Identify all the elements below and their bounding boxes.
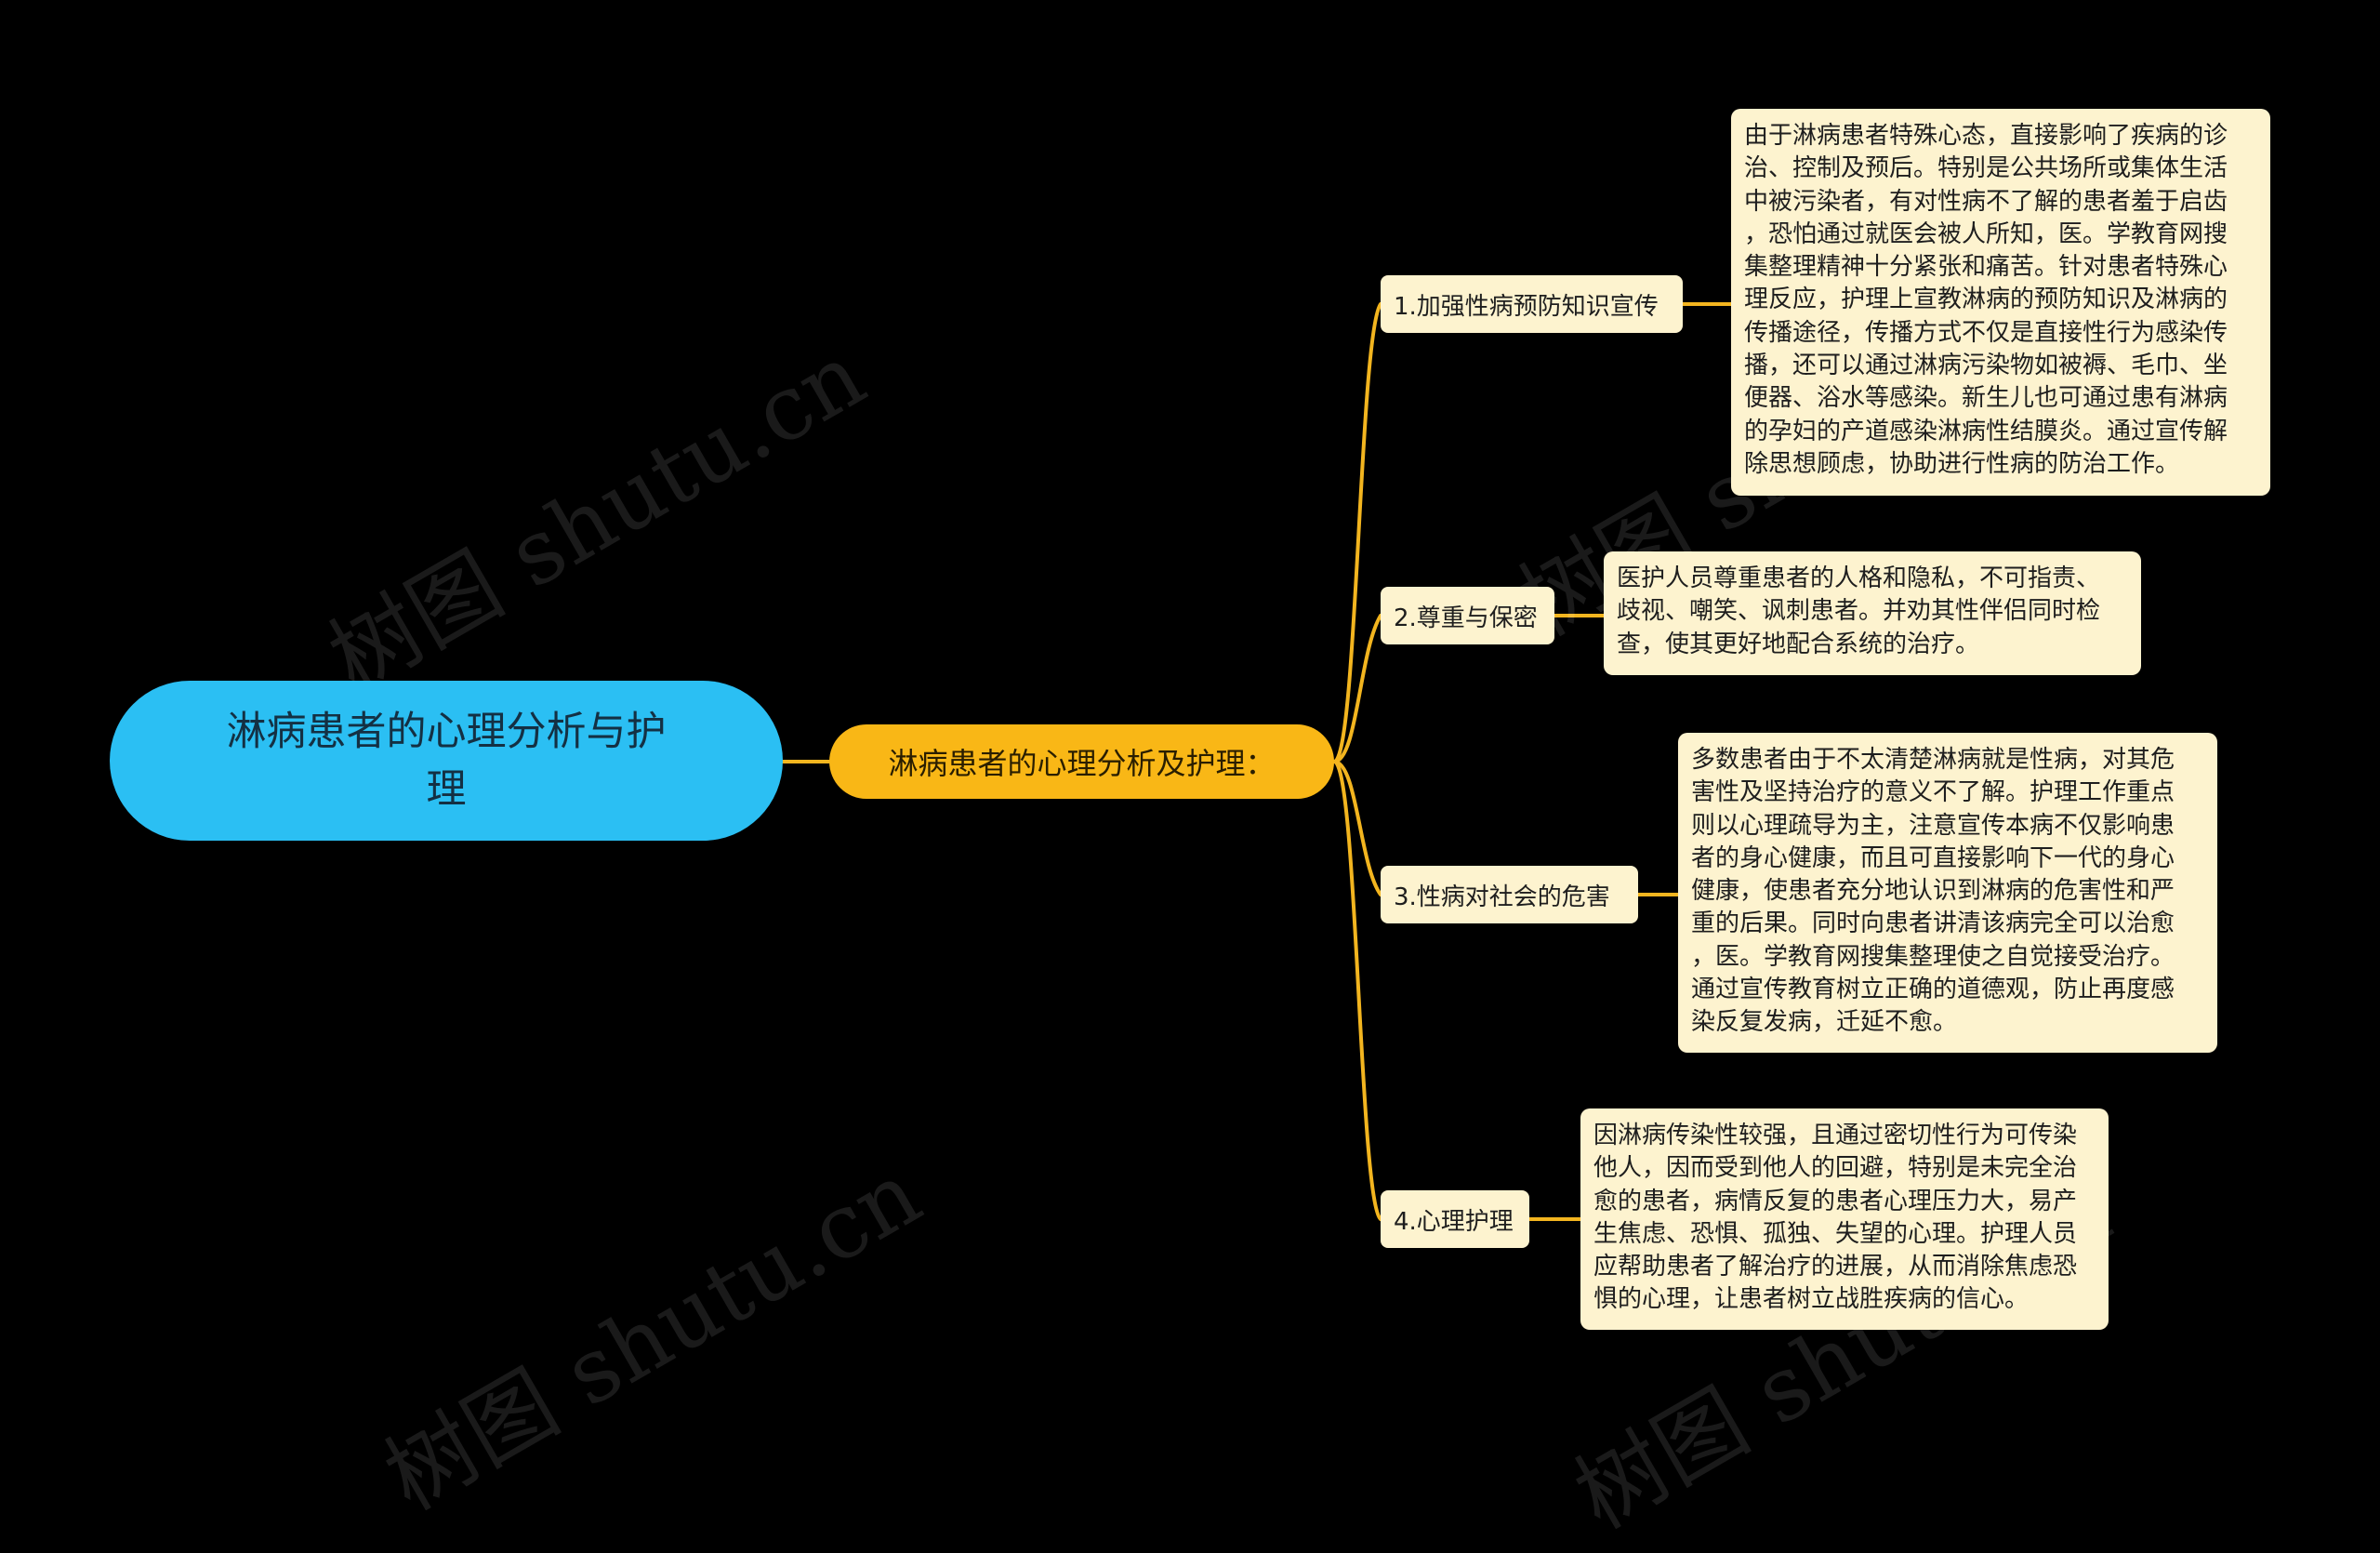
note-line: ，医。学教育网搜集整理使之自觉接受治疗。 bbox=[1691, 942, 2175, 971]
note-line: 传播途径，传播方式不仅是直接性行为感染传 bbox=[1744, 318, 2228, 347]
root-title: 淋病患者的心理分析与护理 bbox=[226, 709, 667, 813]
connector-branch-topic-2 bbox=[1332, 614, 1382, 763]
note-line: 的孕妇的产道感染淋病性结膜炎。通过宣传解 bbox=[1744, 417, 2228, 445]
note-line: 便器、浴水等感染。新生儿也可通过患有淋病 bbox=[1744, 384, 2228, 413]
connector-branch-topic-3 bbox=[1332, 760, 1382, 896]
note-line: 多数患者由于不太清楚淋病就是性病，对其危 bbox=[1691, 746, 2175, 774]
note-line: 则以心理疏导为主，注意宣传本病不仅影响患 bbox=[1691, 811, 2175, 840]
note-line: 害性及坚持治疗的意义不了解。护理工作重点 bbox=[1691, 778, 2175, 807]
note-line: 者的身心健康，而且可直接影响下一代的身心 bbox=[1691, 843, 2175, 872]
note-line: 播，还可以通过淋病污染物如被褥、毛巾、坐 bbox=[1744, 352, 2228, 380]
note-line: 医护人员尊重患者的人格和隐私，不可指责、 bbox=[1617, 564, 2101, 592]
note-line: 通过宣传教育树立正确的道德观，防止再度感 bbox=[1691, 976, 2175, 1004]
note-card-4[interactable]: 因淋病传染性较强，且通过密切性行为可传染 他人，因而受到他人的回避，特别是未完全… bbox=[1580, 1108, 2109, 1330]
note-line: 查，使其更好地配合系统的治疗。 bbox=[1617, 630, 1980, 658]
connector-branch-topic-4 bbox=[1332, 760, 1382, 1221]
note-line: 集整理精神十分紧张和痛苦。针对患者特殊心 bbox=[1744, 253, 2228, 282]
topic-label: 3.性病对社会的危害 bbox=[1394, 883, 1610, 911]
note-card-1[interactable]: 由于淋病患者特殊心态，直接影响了疾病的诊 治、控制及预后。特别是公共场所或集体生… bbox=[1731, 109, 2270, 496]
root-node[interactable]: 淋病患者的心理分析与护理 bbox=[110, 681, 783, 841]
note-line: 理反应，护理上宣教淋病的预防知识及淋病的 bbox=[1744, 285, 2228, 314]
branch-label: 淋病患者的心理分析及护理： bbox=[888, 746, 1276, 781]
note-line: 应帮助患者了解治疗的进展，从而消除焦虑恐 bbox=[1593, 1253, 2078, 1281]
note-line: 中被污染者，有对性病不了解的患者羞于启齿 bbox=[1744, 187, 2228, 216]
note-line: 重的后果。同时向患者讲清该病完全可以治愈 bbox=[1691, 909, 2175, 938]
note-line: 生焦虑、恐惧、孤独、失望的心理。护理人员 bbox=[1593, 1219, 2078, 1248]
connector-branch-topic-1 bbox=[1332, 302, 1382, 763]
note-line: 治、控制及预后。特别是公共场所或集体生活 bbox=[1744, 154, 2228, 183]
topic-node-4[interactable]: 4.心理护理 bbox=[1381, 1190, 1529, 1248]
connector-layer bbox=[781, 302, 1733, 1221]
note-line: 惧的心理，让患者树立战胜疾病的信心。 bbox=[1593, 1285, 2030, 1314]
note-card-2[interactable]: 医护人员尊重患者的人格和隐私，不可指责、 歧视、嘲笑、讽刺患者。并劝其性伴侣同时… bbox=[1604, 551, 2141, 675]
note-line: 因淋病传染性较强，且通过密切性行为可传染 bbox=[1593, 1122, 2078, 1149]
note-line: 染反复发病，迁延不愈。 bbox=[1691, 1008, 1958, 1037]
note-card-3[interactable]: 多数患者由于不太清楚淋病就是性病，对其危 害性及坚持治疗的意义不了解。护理工作重… bbox=[1678, 733, 2217, 1053]
topic-node-3[interactable]: 3.性病对社会的危害 bbox=[1381, 866, 1638, 923]
note-line: ，恐怕通过就医会被人所知，医。学教育网搜 bbox=[1744, 219, 2228, 248]
topic-label: 4.心理护理 bbox=[1394, 1207, 1514, 1236]
note-line: 愈的患者，病情反复的患者心理压力大，易产 bbox=[1593, 1187, 2078, 1215]
note-line: 除思想顾虑，协助进行性病的防治工作。 bbox=[1744, 449, 2180, 478]
topic-label: 1.加强性病预防知识宣传 bbox=[1394, 292, 1659, 321]
topic-label: 2.尊重与保密 bbox=[1394, 604, 1538, 632]
topic-node-2[interactable]: 2.尊重与保密 bbox=[1381, 587, 1554, 644]
note-line: 健康，使患者充分地认识到淋病的危害性和严 bbox=[1691, 877, 2175, 906]
note-line: 他人，因而受到他人的回避，特别是未完全治 bbox=[1593, 1154, 2078, 1183]
topic-node-1[interactable]: 1.加强性病预防知识宣传 bbox=[1381, 275, 1683, 333]
branch-node[interactable]: 淋病患者的心理分析及护理： bbox=[829, 724, 1334, 799]
note-line: 歧视、嘲笑、讽刺患者。并劝其性伴侣同时检 bbox=[1617, 597, 2101, 626]
note-line: 由于淋病患者特殊心态，直接影响了疾病的诊 bbox=[1744, 122, 2228, 150]
